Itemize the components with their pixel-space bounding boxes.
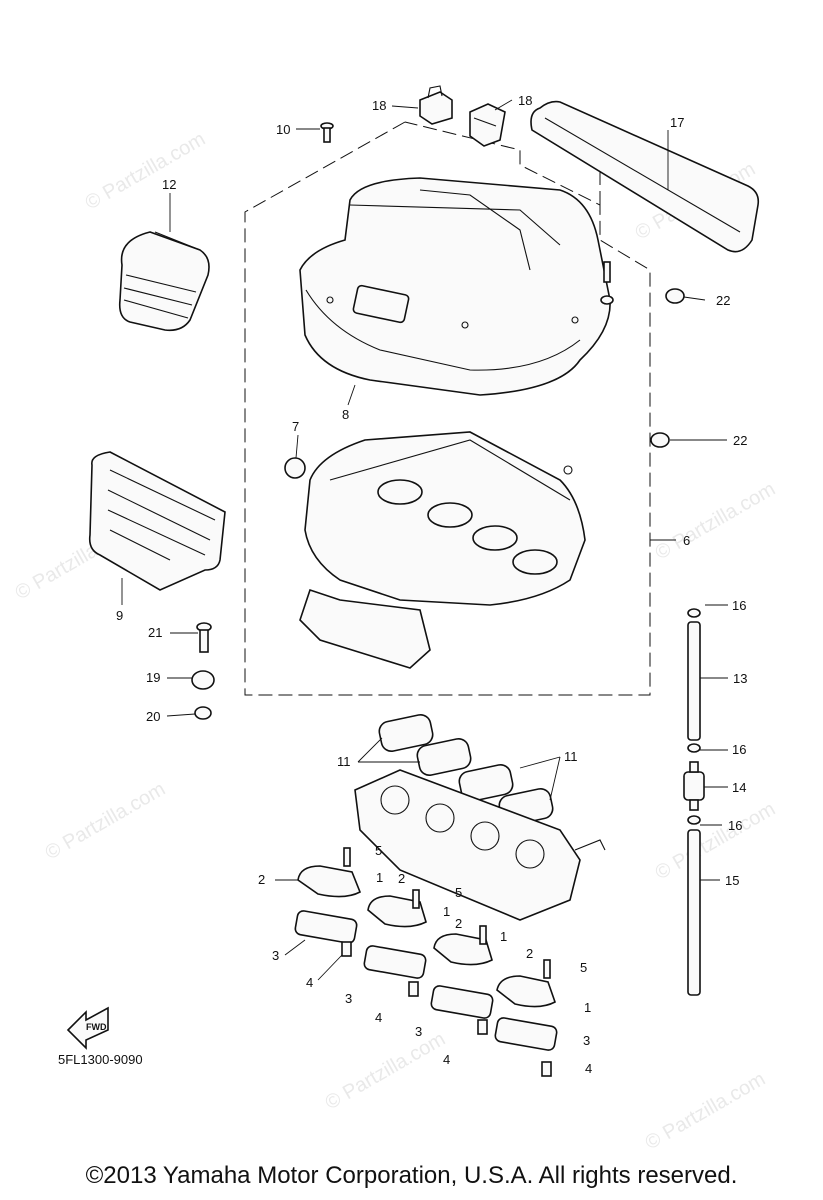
callout-5: 5 bbox=[580, 960, 587, 975]
leader-lines bbox=[121, 99, 728, 981]
watermark: © Partzilla.com bbox=[642, 1068, 770, 1154]
callout-1: 1 bbox=[443, 904, 450, 919]
callout-12: 12 bbox=[162, 177, 176, 192]
callout-8: 8 bbox=[342, 407, 349, 422]
grommet-lower bbox=[650, 432, 670, 448]
callout-4: 4 bbox=[306, 975, 313, 990]
grommet-upper bbox=[665, 288, 685, 304]
callout-3: 3 bbox=[415, 1024, 422, 1039]
watermark: © Partzilla.com bbox=[322, 1028, 450, 1114]
callout-18: 18 bbox=[518, 93, 532, 108]
air-filter-element bbox=[88, 451, 226, 591]
plug-7 bbox=[284, 457, 306, 479]
callout-4: 4 bbox=[585, 1061, 592, 1076]
callout-2: 2 bbox=[258, 872, 265, 887]
air-cleaner-case bbox=[299, 431, 586, 669]
callout-5: 5 bbox=[375, 843, 382, 858]
callout-9: 9 bbox=[116, 608, 123, 623]
clamp-set-2 bbox=[363, 889, 427, 997]
clamp-b bbox=[469, 103, 506, 147]
clamp-a bbox=[419, 85, 453, 125]
fwd-arrow-icon: FWD bbox=[66, 1006, 109, 1050]
callout-14: 14 bbox=[732, 780, 746, 795]
callout-15: 15 bbox=[725, 873, 739, 888]
check-valve bbox=[683, 761, 705, 811]
callout-3: 3 bbox=[345, 991, 352, 1006]
callout-22: 22 bbox=[716, 293, 730, 308]
clamp-set-4 bbox=[494, 959, 558, 1077]
copyright-footer: ©2013 Yamaha Motor Corporation, U.S.A. A… bbox=[85, 1162, 738, 1189]
callout-19: 19 bbox=[146, 670, 160, 685]
callout-6: 6 bbox=[683, 533, 690, 548]
callout-2: 2 bbox=[526, 946, 533, 961]
callout-2: 2 bbox=[455, 916, 462, 931]
callout-3: 3 bbox=[272, 948, 279, 963]
clamp-set-3 bbox=[430, 925, 494, 1035]
part-number-code: 5FL1300-9090 bbox=[58, 1052, 143, 1067]
callout-2: 2 bbox=[398, 871, 405, 886]
fwd-badge-label: FWD bbox=[86, 1022, 107, 1032]
callout-4: 4 bbox=[443, 1052, 450, 1067]
clamp-set-1 bbox=[294, 847, 362, 957]
callout-labels: 18 18 10 17 12 22 8 7 22 6 9 16 21 19 13… bbox=[116, 93, 747, 1076]
watermark: © Partzilla.com bbox=[652, 478, 780, 564]
callout-20: 20 bbox=[146, 709, 160, 724]
callout-17: 17 bbox=[670, 115, 684, 130]
callout-4: 4 bbox=[375, 1010, 382, 1025]
callout-5: 5 bbox=[455, 885, 462, 900]
callout-18: 18 bbox=[372, 98, 386, 113]
intake-duct bbox=[530, 100, 760, 253]
callout-16: 16 bbox=[732, 598, 746, 613]
callout-16: 16 bbox=[728, 818, 742, 833]
callout-13: 13 bbox=[733, 671, 747, 686]
callout-7: 7 bbox=[292, 419, 299, 434]
callout-11: 11 bbox=[337, 754, 351, 769]
screw-right bbox=[600, 261, 614, 305]
collar-20 bbox=[194, 706, 212, 720]
bolt-21 bbox=[196, 622, 212, 653]
damper-19 bbox=[191, 670, 215, 690]
callout-1: 1 bbox=[376, 870, 383, 885]
callout-3: 3 bbox=[583, 1033, 590, 1048]
callout-16: 16 bbox=[732, 742, 746, 757]
callout-21: 21 bbox=[148, 625, 162, 640]
breather-hose-upper bbox=[687, 608, 701, 753]
breather-hose-lower bbox=[687, 815, 701, 996]
callout-1: 1 bbox=[584, 1000, 591, 1015]
watermark: © Partzilla.com bbox=[42, 778, 170, 864]
screw-10 bbox=[320, 122, 334, 143]
watermark: © Partzilla.com bbox=[652, 798, 780, 884]
throttle-body bbox=[354, 769, 606, 921]
callout-22: 22 bbox=[733, 433, 747, 448]
callout-10: 10 bbox=[276, 122, 290, 137]
intake-funnel bbox=[118, 231, 210, 332]
callout-11: 11 bbox=[564, 749, 578, 764]
watermark: © Partzilla.com bbox=[82, 128, 210, 214]
air-cleaner-cover bbox=[299, 177, 611, 396]
callout-1: 1 bbox=[500, 929, 507, 944]
